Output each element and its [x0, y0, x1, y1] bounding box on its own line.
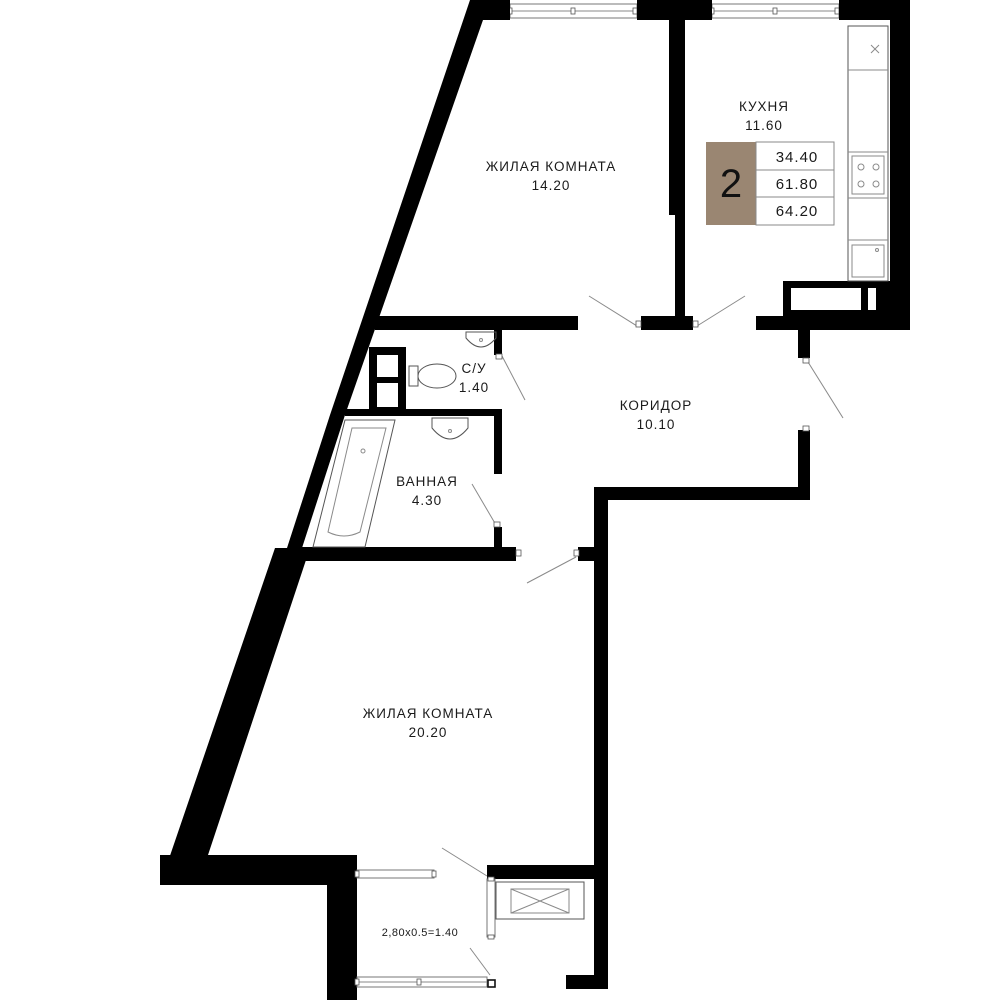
kitchen-counter	[847, 25, 889, 282]
bathtub-icon	[312, 419, 396, 548]
room-wc: С/У 1.40	[459, 361, 489, 395]
room-kitchen: КУХНЯ 11.60	[739, 99, 789, 133]
walls	[160, 0, 910, 1000]
room-living2: ЖИЛАЯ КОМНАТА 20.20	[363, 706, 494, 740]
room-bathroom-area: 4.30	[412, 493, 442, 508]
room-living2-name: ЖИЛАЯ КОМНАТА	[363, 706, 494, 721]
room-balcony: 2,80x0.5=1.40	[382, 927, 459, 939]
stove-icon	[851, 155, 885, 195]
balcony-area-formula: 2,80x0.5=1.40	[382, 927, 459, 939]
room-wc-area: 1.40	[459, 380, 489, 395]
ventilation-shaft-icon	[495, 881, 585, 920]
wc-sink-icon	[465, 331, 497, 348]
apartment-legend: 2 34.40 61.80 64.20	[706, 141, 835, 226]
room-corridor: КОРИДОР 10.10	[620, 398, 693, 432]
room-living1-name: ЖИЛАЯ КОМНАТА	[486, 159, 617, 174]
room-kitchen-name: КУХНЯ	[739, 99, 789, 114]
balcony-window-top	[354, 869, 437, 879]
toilet-icon	[408, 363, 457, 389]
bath-sink-icon	[431, 417, 469, 440]
living-area-value: 34.40	[776, 149, 819, 166]
room-wc-name: С/У	[461, 361, 486, 376]
rooms-count-badge	[706, 142, 756, 225]
doors	[441, 295, 844, 976]
room-kitchen-area: 11.60	[745, 118, 783, 133]
room-bathroom-name: ВАННАЯ	[396, 474, 458, 489]
fridge-icon	[870, 44, 880, 54]
rooms-count: 2	[720, 162, 742, 206]
balcony-side-window	[486, 876, 496, 940]
total-area-value: 61.80	[776, 176, 819, 193]
room-living1: ЖИЛАЯ КОМНАТА 14.20	[486, 159, 617, 193]
room-bathroom: ВАННАЯ 4.30	[396, 474, 458, 508]
kitchen-sink-icon	[851, 244, 885, 278]
window-top-left	[507, 3, 638, 19]
balcony-window-bottom	[354, 976, 496, 988]
room-living2-area: 20.20	[409, 725, 448, 740]
room-corridor-name: КОРИДОР	[620, 398, 693, 413]
full-area-value: 64.20	[776, 203, 819, 220]
window-top-right	[709, 3, 840, 19]
room-corridor-area: 10.10	[637, 417, 676, 432]
room-living1-area: 14.20	[532, 178, 571, 193]
